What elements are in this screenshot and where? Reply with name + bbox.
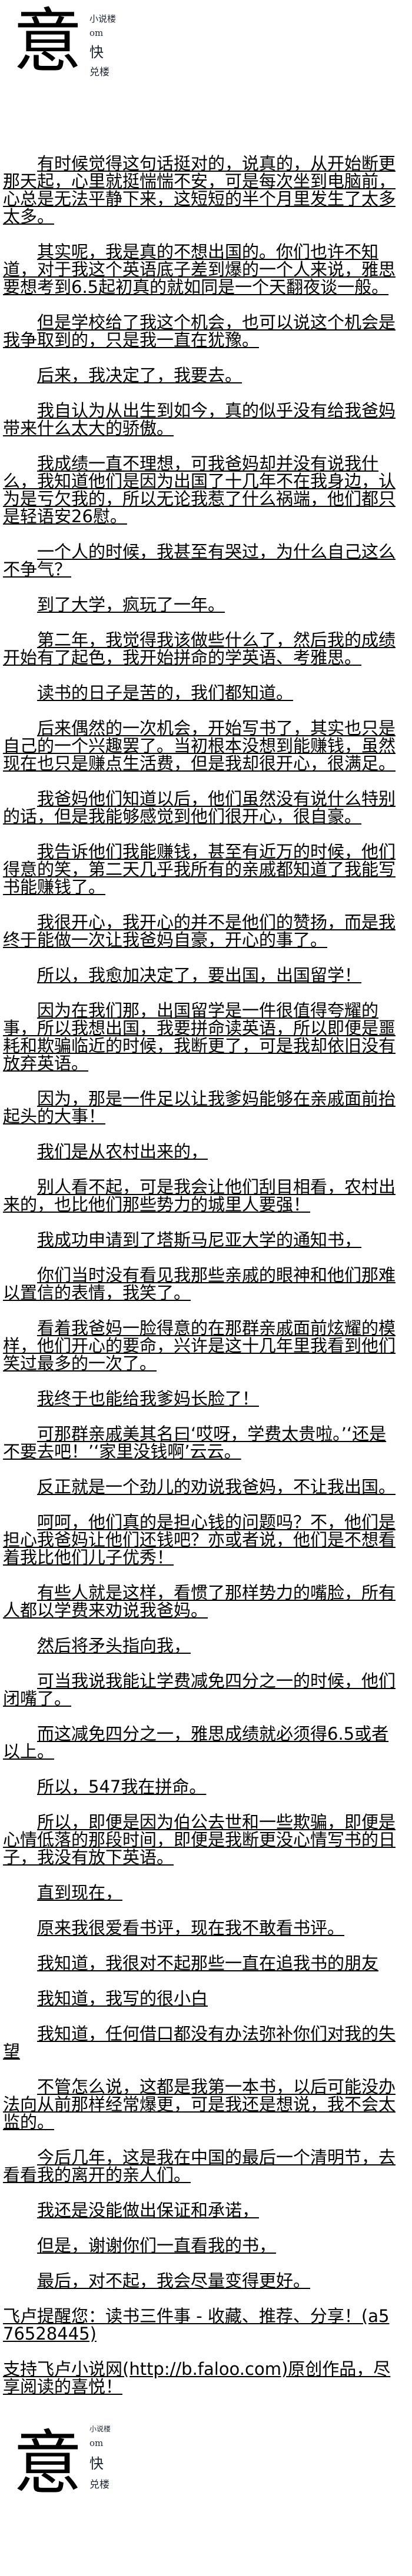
article-paragraph: 别人看不起，可是我会让他们刮目相看，农村出来的，也比他们那些势力的城里人要强！ (3, 1177, 396, 1214)
article-paragraph: 反正就是一个劲儿的劝说我爸妈，不让我出国。 (37, 1477, 396, 1497)
article-paragraph: 我知道，任何借口都没有办法弥补你们对我的失望 (3, 2024, 396, 2061)
site-logo-header: 意 小说楼 om 快 兑楼 (0, 3, 188, 85)
logo-text-line2: om (89, 28, 104, 38)
article-paragraph: 不管怎么说，这都是我第一本书，以后可能没办法向从前那样经常爆更，可是我还是想说，… (3, 2077, 396, 2132)
article-paragraph: 原来我很爱看书评，现在我不敢看书评。 (37, 1918, 345, 1938)
article-paragraph: 所以，即便是因为伯公去世和一些欺骗，即便是心情低落的那段时间，即便是我断更没心情… (3, 1812, 396, 1867)
logo-text-line1: 小说楼 (89, 2425, 111, 2433)
logo-text-line2: om (89, 2438, 104, 2448)
article-paragraph: 其实呢，我是真的不想出国的。你们也许不知道，对于我这个英语底子差到爆的一个人来说… (3, 242, 396, 297)
article-paragraph: 我知道，我很对不起那些一直在追我书的朋友 (37, 1953, 379, 1973)
footer-note: 飞卢提醒您：读书三件事 - 收藏、推荐、分享！(a576528445) (3, 2306, 390, 2344)
article-paragraph: 读书的日子是苦的，我们都知道。 (37, 683, 294, 703)
logo-text-line1: 小说楼 (89, 14, 117, 24)
article-paragraph: 所以，547我在拼命。 (37, 1777, 207, 1797)
article-paragraph: 我知道，我写的很小白 (37, 1988, 208, 2008)
article-paragraph: 我成功申请到了塔斯马尼亚大学的通知书， (37, 1230, 362, 1250)
article-paragraph: 今后几年，这是我在中国的最后一个清明节，去看看我的离开的亲人们。 (3, 2147, 396, 2185)
logo-text-line3: 快 (89, 44, 104, 61)
article-paragraph: 看着我爸妈一脸得意的在那群亲戚面前炫耀的模样，他们开心的要命，兴许是这十几年里我… (3, 1318, 396, 1373)
article-paragraph: 有些人就是这样，看惯了那样势力的嘴脸，所有人都以学费来劝说我爸妈。 (3, 1583, 396, 1620)
article-paragraph: 但是学校给了我这个机会，也可以说这个机会是我争取到的，只是我一直在犹豫。 (3, 312, 396, 350)
article-paragraph: 我爸妈他们知道以后，他们虽然没有说什么特别的话，但是我能够感觉到他们很开心，很自… (3, 789, 396, 826)
article-paragraph: 我告诉他们我能赚钱，甚至有近万的时候，他们得意的笑，第二天几乎我所有的亲戚都知道… (3, 842, 396, 897)
logo-text-line3: 快 (89, 2455, 104, 2472)
article-paragraph: 第二年，我觉得我该做些什么了，然后我的成绩开始有了起色，我开始拼命的学英语、考雅… (3, 630, 396, 668)
article-paragraph: 可当我说我能让学费减免四分之一的时候，他们闭嘴了。 (3, 1671, 396, 1709)
article-paragraph: 我成绩一直不理想，可我爸妈却并没有说我什么，我知道他们是因为出国了十几年不在我身… (3, 453, 396, 526)
article-paragraph: 直到现在， (37, 1883, 123, 1903)
logo-glyph: 意 (13, 1, 83, 82)
logo-text-line4: 兑楼 (89, 66, 109, 78)
article-paragraph: 你们当时没有看见我那些亲戚的眼神和他们那难以置信的表情，我笑了。 (3, 1265, 396, 1303)
logo-text-line4: 兑楼 (89, 2479, 109, 2491)
article-paragraph: 因为在我们那，出国留学是一件很值得夸耀的事，所以我想出国，我要拼命读英语，所以即… (3, 1000, 396, 1073)
article-paragraph: 我很开心，我开心的并不是他们的赞扬，而是我终于能做一次让我爸妈自豪，开心的事了。 (3, 912, 396, 950)
article-paragraph: 我自认为从出生到如今，真的似乎没有给我爸妈带来什么太大的骄傲。 (3, 401, 396, 438)
article-paragraph: 而这减免四分之一，雅思成绩就必须得6.5或者以上。 (3, 1724, 389, 1761)
article-paragraph: 呵呵，他们真的是担心钱的问题吗？不，他们是担心我爸妈让他们还钱吧？亦或者说，他们… (3, 1512, 396, 1567)
logo-glyph: 意 (13, 2422, 83, 2504)
article-paragraph: 有时候觉得这句话挺对的，说真的，从开始断更那天起，心里就挺惴惴不安，可是每次坐到… (3, 154, 396, 226)
article-paragraph: 然后将矛头指向我， (37, 1636, 191, 1656)
article-paragraph: 我们是从农村出来的， (37, 1142, 208, 1162)
article-paragraph: 后来偶然的一次机会，开始写书了，其实也只是自己的一个兴趣罢了。当初根本没想到能赚… (3, 718, 396, 773)
article-paragraph: 可那群亲戚美其名曰‘哎呀，学费太贵啦。’‘还是不要去吧！’‘家里没钱啊’云云。 (3, 1424, 387, 1461)
article-body: 有时候觉得这句话挺对的，说真的，从开始断更那天起，心里就挺惴惴不安，可是每次坐到… (3, 0, 397, 2395)
article-paragraph: 因为，那是一件足以让我爹妈能够在亲戚面前抬起头的大事！ (3, 1089, 396, 1126)
site-logo-footer: 意 小说楼 om 快 兑楼 (0, 2425, 188, 2507)
article-paragraph: 最后，对不起，我会尽量变得更好。 (37, 2271, 311, 2291)
article-paragraph: 后来，我决定了，我要去。 (37, 365, 242, 385)
article-paragraph: 我终于也能给我爹妈长脸了！ (37, 1389, 260, 1409)
article-paragraph: 一个人的时候，我甚至有哭过，为什么自己这么不争气？ (3, 542, 396, 579)
article-paragraph: 我还是没能做出保证和承诺， (37, 2200, 260, 2220)
article-paragraph: 但是，谢谢你们一直看我的书， (37, 2235, 277, 2255)
footer-note: 支持飞卢小说网(http://b.faloo.com)原创作品，尽享阅读的喜悦！ (3, 2359, 391, 2397)
article-paragraph: 所以，我愈加决定了，要出国，出国留学！ (37, 965, 362, 985)
article-paragraph: 到了大学，疯玩了一年。 (37, 595, 225, 615)
